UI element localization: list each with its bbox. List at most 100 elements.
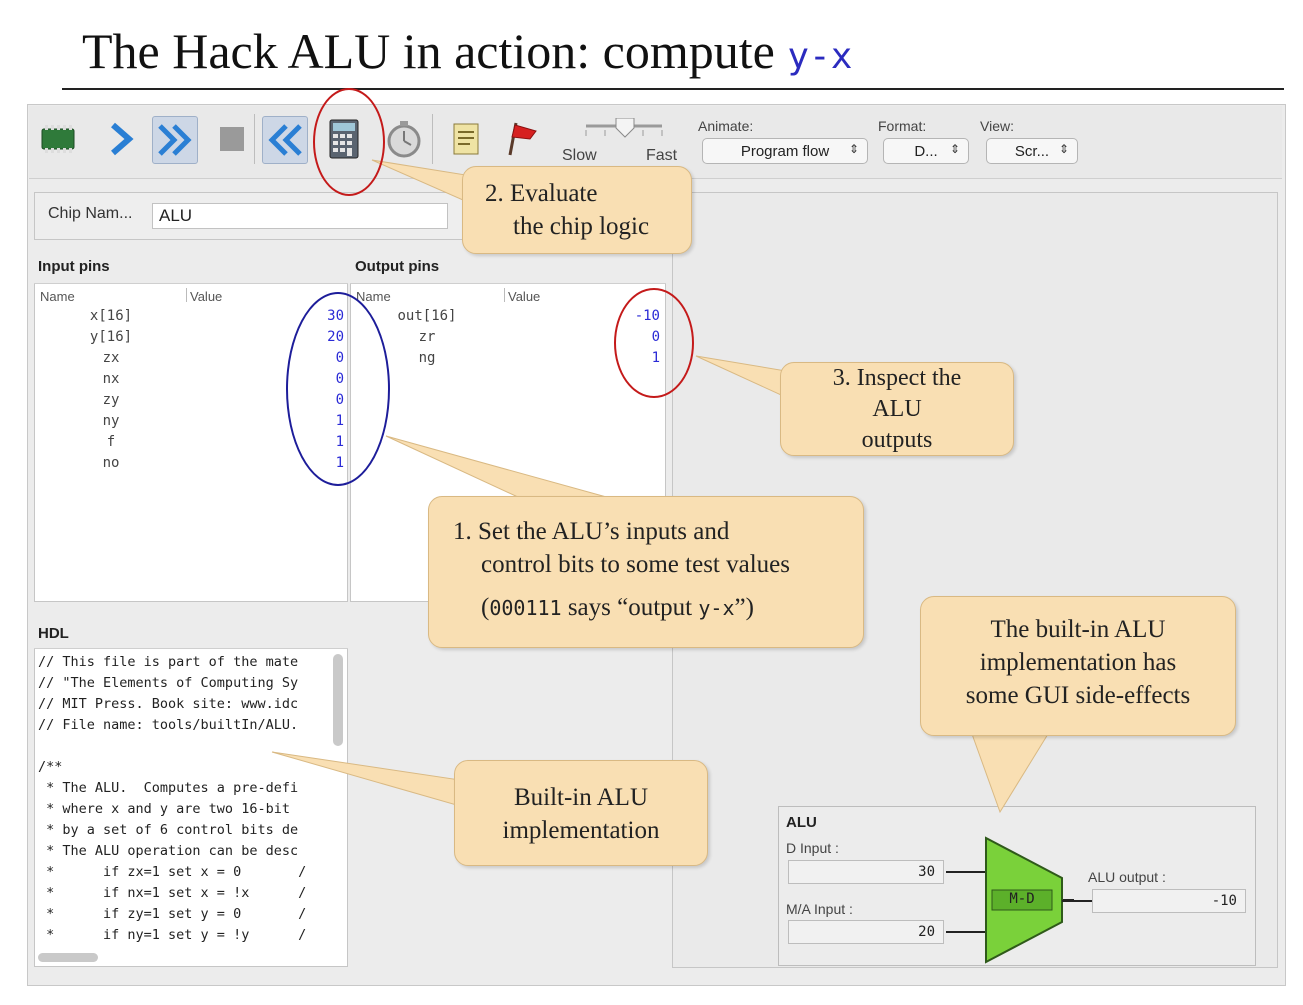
pin-name: zx [102,350,120,366]
callout-builtin-line2: implementation [502,817,660,844]
breakpoint-button[interactable] [498,116,542,162]
hdl-line: /** [38,759,63,775]
hdl-line: // File name: tools/builtIn/ALU. [38,717,299,733]
slide-title-text: The Hack ALU in action: compute [82,23,788,79]
title-rule [62,88,1284,90]
callout-inspect-line3: outputs [861,427,933,453]
hdl-vertical-scrollbar[interactable] [333,654,343,746]
pin-name: ny [102,413,120,429]
updown-icon: ⇕ [848,142,859,156]
alu-panel-title: ALU [786,814,817,831]
script-button[interactable] [444,116,488,162]
script-scroll-icon [453,123,479,155]
callout-evaluate-line2: the chip logic [513,213,650,240]
input-values-highlight-ring [286,292,390,486]
view-select[interactable]: Scr... ⇕ [986,138,1078,164]
alu-output-label: ALU output : [1088,869,1166,885]
updown-icon: ⇕ [1058,142,1069,156]
pin-name: ng [418,350,436,366]
pin-name: x[16] [89,308,133,324]
speed-slider[interactable] [582,117,666,138]
hdl-line: * The ALU. Computes a pre-defi [38,780,299,796]
hdl-line: // This file is part of the mate [38,654,299,670]
hdl-line: * by a set of 6 control bits de [38,822,299,838]
chevron-right-icon [111,122,134,156]
callout-set-inputs: 1. Set the ALU’s inputs and control bits… [428,496,864,648]
format-label: Format: [878,118,927,134]
pin-name: out[16] [397,308,457,324]
pin-name: y[16] [89,329,133,345]
callout-gui-effects: The built-in ALU implementation has some… [920,596,1236,736]
hdl-code-area[interactable]: // This file is part of the mate // "The … [36,652,328,948]
slide-title-code: y-x [787,36,853,77]
view-label: View: [980,118,1014,134]
output-col-value: Value [508,289,541,304]
callout-set-inputs-line3: (000111 says “output y-x”) [481,594,754,621]
callout-inspect: 3. Inspect the ALU outputs [780,362,1014,456]
ma-input-field: 20 [788,920,944,944]
output-col-name: Name [356,289,391,304]
reset-button[interactable] [262,116,308,164]
clock-button[interactable] [382,116,426,162]
clock-icon [387,121,421,158]
ma-input-label: M/A Input : [786,901,853,917]
alu-diagram [944,834,1090,964]
input-col-name: Name [40,289,75,304]
callout-set-inputs-line1: 1. Set the ALU’s inputs and [453,518,730,545]
single-step-button[interactable] [98,116,142,162]
double-chevron-right-icon [158,124,192,156]
hdl-line: * The ALU operation can be desc [38,843,299,859]
chip-name-field[interactable]: ALU [152,203,448,229]
input-col-value: Value [190,289,223,304]
chip-name-label: Chip Nam... [48,205,133,222]
run-button[interactable] [152,116,198,164]
hdl-line: * if nx=1 set x = !x / [38,885,307,901]
pin-name: nx [102,371,120,387]
control-bits-code: 000111 [489,596,562,620]
stop-button[interactable] [210,116,254,162]
view-select-value: Scr... [1014,142,1050,160]
alu-trapezoid-icon [946,836,1090,964]
load-chip-button[interactable] [36,116,80,162]
y-minus-x-code: y-x [698,596,735,620]
animate-label: Animate: [698,118,754,134]
callout-gui-line2: implementation has [979,649,1177,676]
callout-evaluate: 2. Evaluate the chip logic [462,166,692,254]
double-chevron-left-icon [268,124,302,156]
stop-icon [220,127,244,151]
hdl-line: * if ny=1 set y = !y / [38,927,307,943]
output-values-highlight-ring [614,288,694,398]
updown-icon: ⇕ [949,142,960,156]
hdl-line: // MIT Press. Book site: www.idc [38,696,299,712]
red-flag-icon [508,122,537,156]
input-pins-title: Input pins [38,258,110,275]
pin-name: zy [102,392,120,408]
eval-highlight-ring [313,88,385,196]
alu-op-label: M-D [1009,891,1035,907]
slide-title: The Hack ALU in action: compute y-x [82,22,852,80]
hdl-horizontal-scrollbar[interactable] [38,953,98,962]
animate-select[interactable]: Program flow⇕ [702,138,868,164]
hdl-title: HDL [38,625,69,642]
alu-output-field: -10 [1092,889,1246,913]
format-select-value: D... [914,142,938,160]
speed-fast-label: Fast [646,147,678,164]
d-input-label: D Input : [786,840,839,856]
callout-gui-line3: some GUI side-effects [965,682,1191,709]
hdl-line: * if zx=1 set x = 0 / [38,864,307,880]
callout-builtin: Built-in ALU implementation [454,760,708,866]
hdl-code: // This file is part of the mate // "The … [36,652,328,946]
pin-name: f [106,434,116,450]
callout-gui-line1: The built-in ALU [990,616,1166,643]
hdl-line: // "The Elements of Computing Sy [38,675,299,691]
callout-set-inputs-line2: control bits to some test values [481,551,790,578]
format-select[interactable]: D... ⇕ [883,138,969,164]
slider-track-icon [585,117,663,138]
callout-builtin-line1: Built-in ALU [513,784,649,811]
callout-inspect-line2: ALU [872,396,922,422]
speed-slow-label: Slow [562,147,597,164]
hdl-panel [34,617,348,967]
callout-evaluate-line1: 2. Evaluate [485,180,598,207]
hdl-line: * where x and y are two 16-bit [38,801,290,817]
